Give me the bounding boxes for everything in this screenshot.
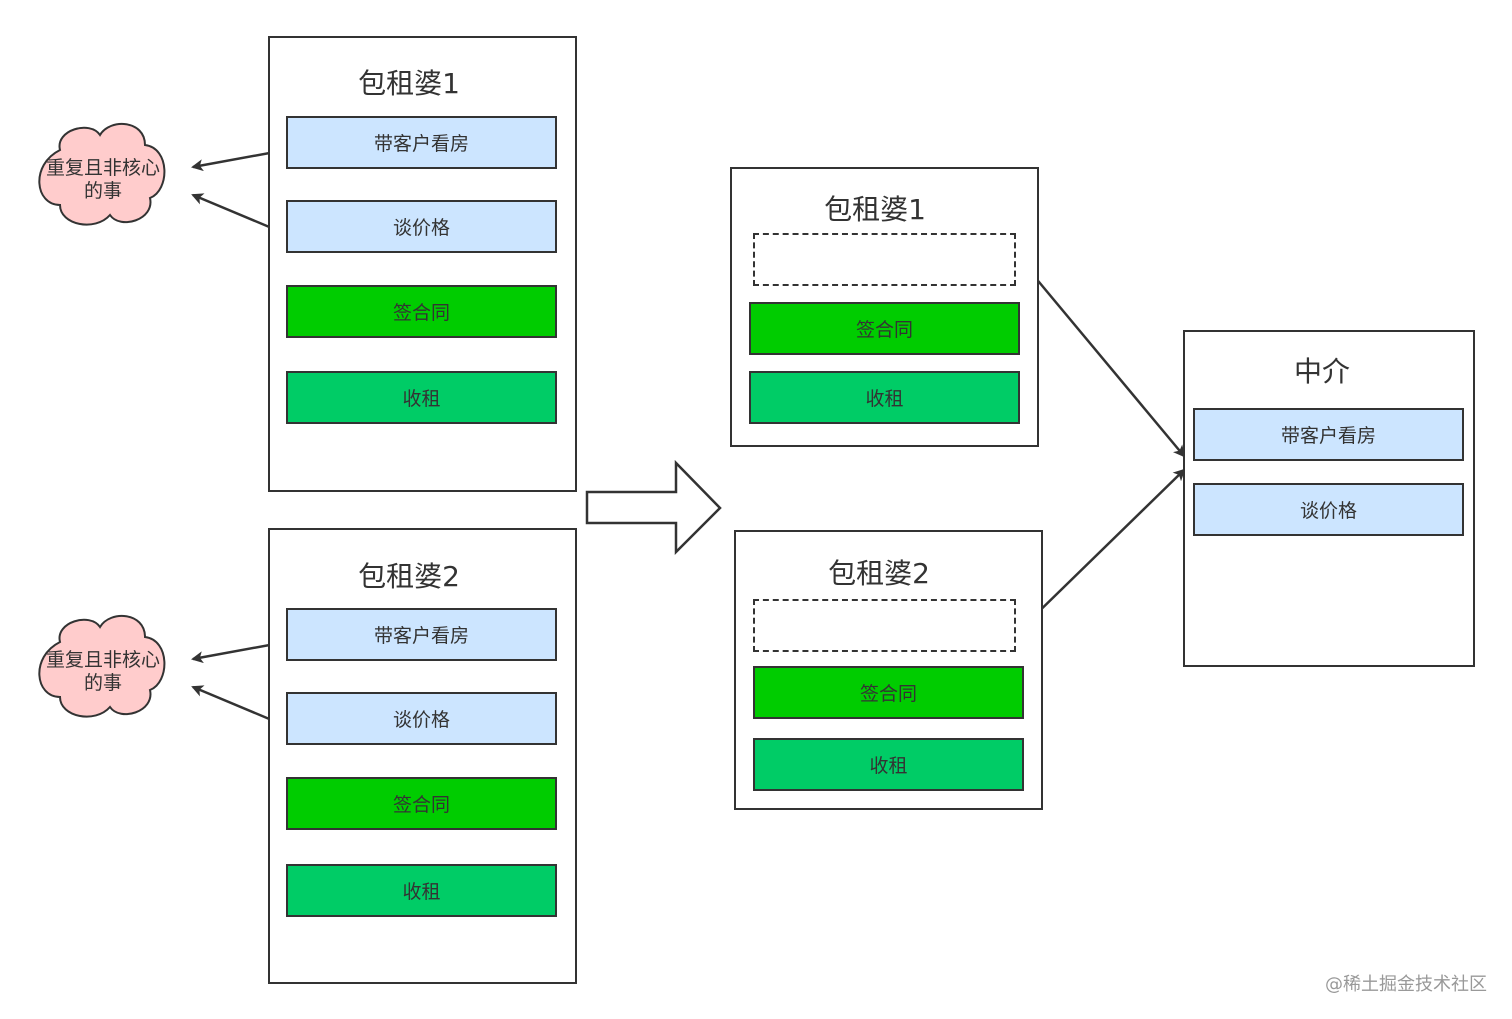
task-collect-rent: 收租 bbox=[749, 371, 1020, 424]
task-collect-rent: 收租 bbox=[286, 864, 557, 917]
task-collect-rent: 收租 bbox=[286, 371, 557, 424]
removed-tasks-placeholder bbox=[753, 233, 1016, 286]
cloud-label-2: 重复且非核心的事 bbox=[45, 649, 160, 694]
connector-arrow bbox=[1018, 257, 1186, 458]
cloud-label-1: 重复且非核心的事 bbox=[45, 157, 160, 202]
task-sign-contract: 签合同 bbox=[286, 285, 557, 338]
task-sign-contract: 签合同 bbox=[753, 666, 1024, 719]
connector-arrow bbox=[1023, 468, 1186, 627]
task-show-house: 带客户看房 bbox=[1193, 408, 1464, 461]
block-arrow-right bbox=[585, 459, 722, 556]
task-sign-contract: 签合同 bbox=[749, 302, 1020, 355]
task-show-house: 带客户看房 bbox=[286, 116, 557, 169]
landlord1-title: 包租婆1 bbox=[358, 67, 460, 100]
task-sign-contract: 签合同 bbox=[286, 777, 557, 830]
task-collect-rent: 收租 bbox=[753, 738, 1024, 791]
landlord1-after-title: 包租婆1 bbox=[824, 193, 926, 226]
task-negotiate-price: 谈价格 bbox=[286, 200, 557, 253]
agent-title: 中介 bbox=[1293, 355, 1350, 388]
watermark: @稀土掘金技术社区 bbox=[1325, 974, 1487, 995]
cloud-shape bbox=[38, 614, 166, 718]
removed-tasks-placeholder bbox=[753, 599, 1016, 652]
landlord2-title: 包租婆2 bbox=[358, 560, 460, 593]
cloud-shape bbox=[38, 122, 166, 226]
landlord2-after-title: 包租婆2 bbox=[828, 557, 930, 590]
task-negotiate-price: 谈价格 bbox=[1193, 483, 1464, 536]
task-negotiate-price: 谈价格 bbox=[286, 692, 557, 745]
task-show-house: 带客户看房 bbox=[286, 608, 557, 661]
